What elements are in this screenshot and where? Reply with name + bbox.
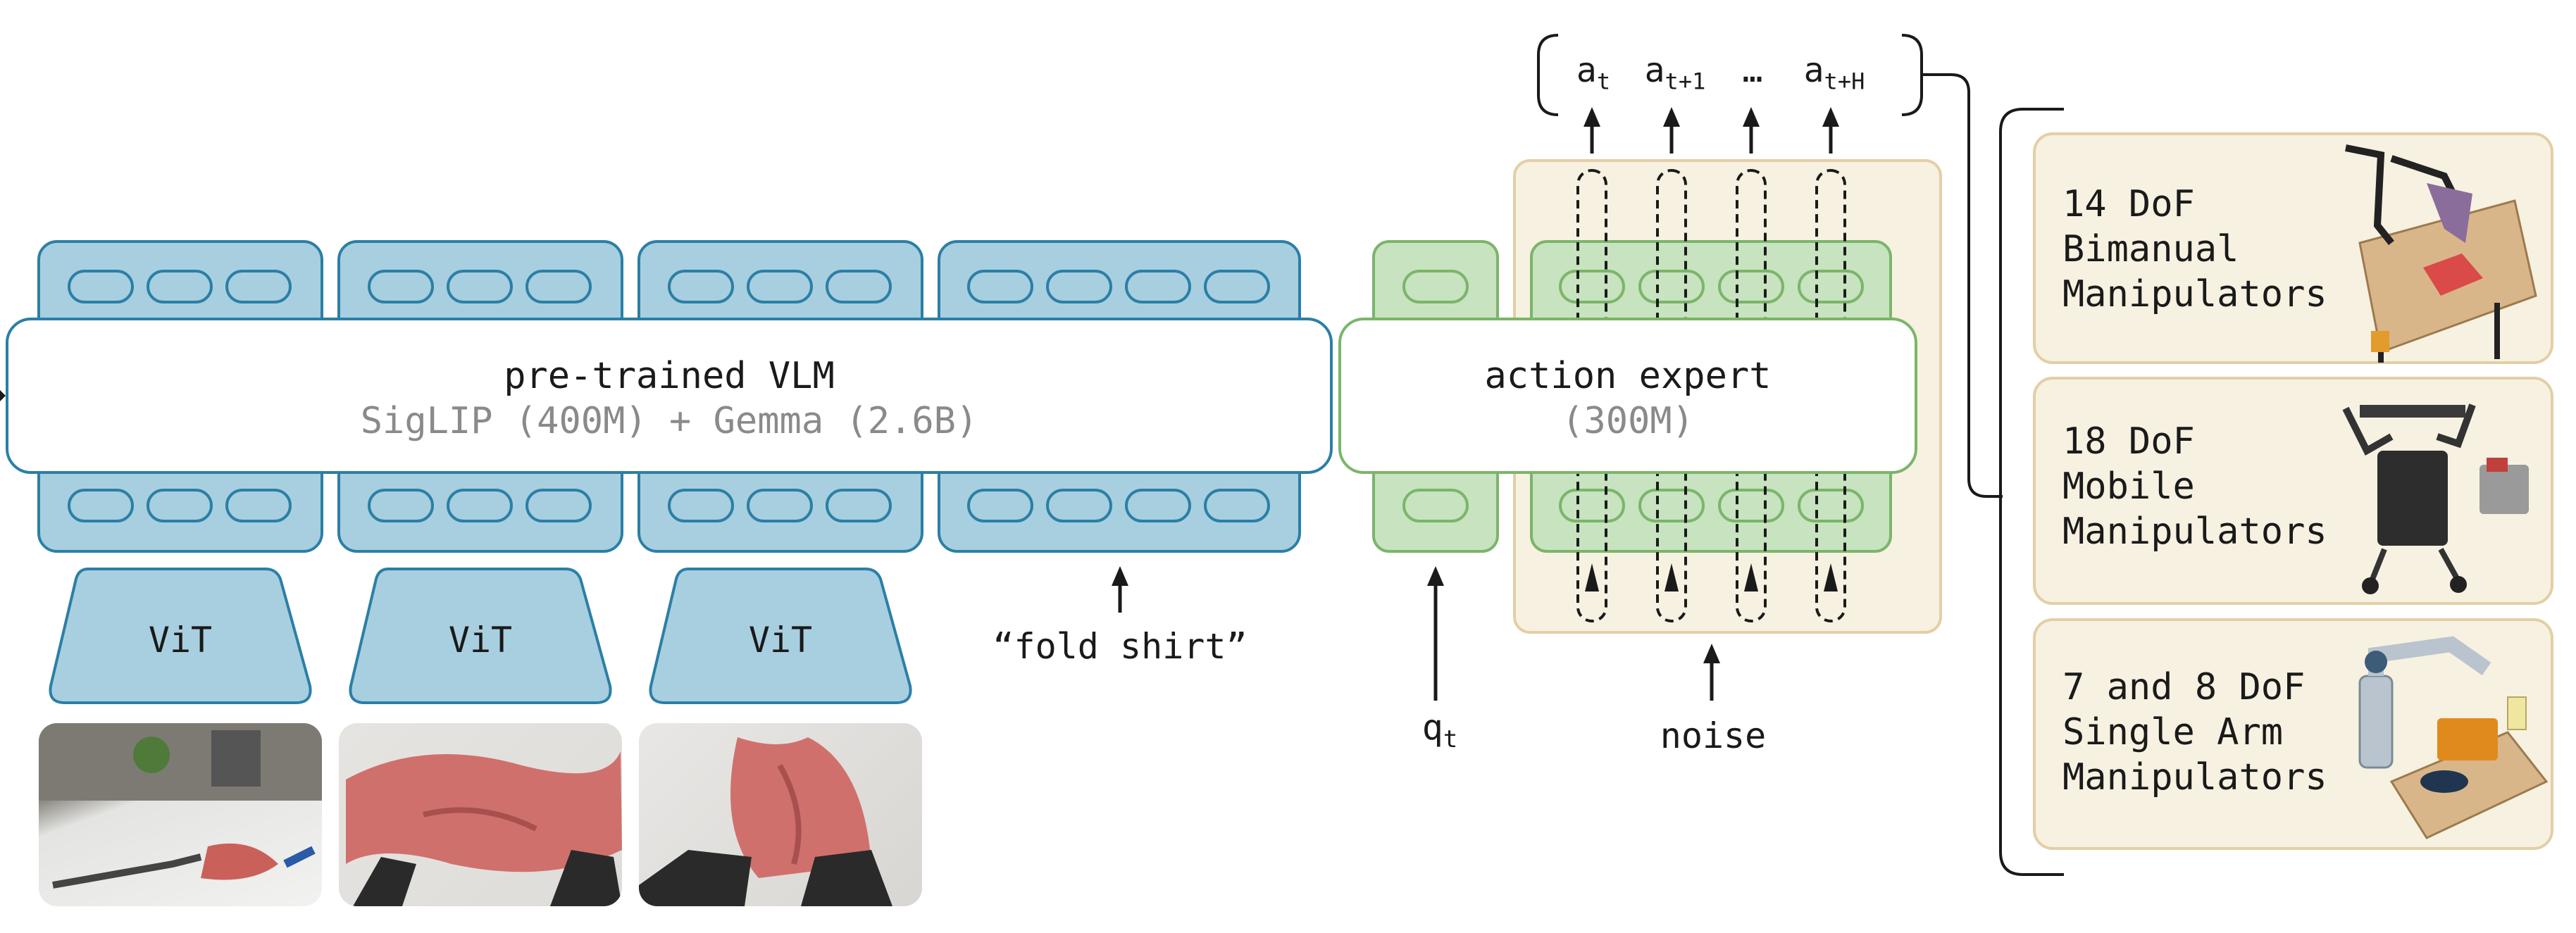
action-ellipsis: … [1743, 54, 1763, 87]
token [1638, 489, 1705, 522]
token [1402, 489, 1469, 522]
token [1204, 489, 1270, 522]
token [826, 270, 892, 303]
robot-card-mobile [2033, 377, 2553, 605]
token [1718, 489, 1784, 522]
vit-label: ViT [448, 620, 513, 660]
vit-label: ViT [148, 620, 213, 660]
robot-type: Mobile [2062, 465, 2195, 508]
robot-list-bracket [1999, 108, 2064, 876]
vlm-token-pills-top [68, 270, 1270, 303]
token [1125, 270, 1191, 303]
token [225, 270, 292, 303]
robot-card-mobile-text: 18 DoF Mobile Manipulators [2062, 419, 2327, 554]
camera-image-left-wrist [339, 723, 622, 906]
action-subscript: t+H [1824, 68, 1865, 95]
action-symbol: a [1644, 51, 1665, 90]
vlm-title: pre-trained VLM [504, 355, 835, 397]
action-symbol: … [1742, 51, 1763, 90]
token [368, 489, 434, 522]
token [747, 270, 813, 303]
action-brackets [1537, 34, 2003, 498]
token [1402, 270, 1469, 303]
state-label: qt [1422, 710, 1458, 751]
camera-image-overhead [39, 723, 322, 906]
expert-token-pills [1402, 270, 1864, 522]
token [1798, 270, 1864, 303]
bracket-connector [1922, 73, 2003, 498]
token [147, 489, 213, 522]
action-label: at+1 [1645, 54, 1706, 93]
token [1046, 489, 1112, 522]
token [447, 489, 513, 522]
robot-category: Manipulators [2062, 756, 2327, 799]
token [1046, 270, 1112, 303]
state-subscript: t [1443, 725, 1458, 753]
robot-type: Bimanual [2062, 228, 2239, 270]
token [1559, 489, 1625, 522]
token [1718, 270, 1784, 303]
token [1204, 270, 1270, 303]
bimanual-robot-image [2345, 144, 2537, 363]
robot-category: Manipulators [2062, 273, 2327, 315]
token [525, 489, 592, 522]
mobile-robot-image [2342, 403, 2529, 594]
state-symbol: q [1421, 707, 1443, 748]
token [967, 489, 1033, 522]
solid-arrows [1112, 107, 1839, 701]
vlm-token-pills-bottom [68, 489, 1270, 522]
vlm-subtitle: SigLIP (400M) + Gemma (2.6B) [360, 400, 978, 442]
token [225, 489, 292, 522]
token [1559, 270, 1625, 303]
robot-type: Single Arm [2062, 711, 2284, 753]
action-bracket-right [1901, 34, 1923, 116]
action-subscript: t+1 [1665, 68, 1706, 95]
robot-dof: 7 and 8 DoF [2062, 666, 2306, 708]
token [826, 489, 892, 522]
vit-trapezoid [349, 568, 612, 704]
token [1125, 489, 1191, 522]
robot-card-single-arm-text: 7 and 8 DoF Single Arm Manipulators [2062, 665, 2327, 800]
vit-encoders [49, 568, 912, 704]
token [1798, 489, 1864, 522]
camera-image-right-wrist [639, 723, 922, 906]
action-symbol: a [1803, 51, 1824, 90]
robot-dof: 14 DoF [2062, 183, 2195, 225]
token [447, 270, 513, 303]
token [967, 270, 1033, 303]
action-symbol: a [1576, 51, 1597, 90]
token [668, 489, 734, 522]
vit-label: ViT [748, 620, 813, 660]
token [747, 489, 813, 522]
token [668, 270, 734, 303]
single-arm-robot-image [2358, 636, 2549, 839]
action-label: at [1576, 54, 1610, 93]
token [68, 270, 134, 303]
action-subscript: t [1596, 68, 1611, 95]
token [368, 270, 434, 303]
token [147, 270, 213, 303]
token [68, 489, 134, 522]
action-label: at+H [1804, 54, 1865, 93]
robot-card-bimanual-text: 14 DoF Bimanual Manipulators [2062, 182, 2327, 317]
vit-trapezoid [649, 568, 912, 704]
loop-arrowheads [1585, 563, 1838, 591]
action-expert-bar [1338, 318, 1917, 474]
token [1638, 270, 1705, 303]
vit-trapezoid [49, 568, 312, 704]
noise-label: noise [1660, 715, 1767, 756]
robot-dof: 18 DoF [2062, 420, 2195, 463]
left-arrow-stub [0, 390, 6, 401]
action-expert-title: action expert [1484, 355, 1772, 397]
prompt-text: “fold shirt” [993, 626, 1247, 667]
token [525, 270, 592, 303]
vlm-bar [6, 318, 1333, 474]
action-expert-subtitle: (300M) [1562, 400, 1694, 442]
action-bracket-left [1537, 34, 1559, 116]
robot-category: Manipulators [2062, 511, 2327, 553]
